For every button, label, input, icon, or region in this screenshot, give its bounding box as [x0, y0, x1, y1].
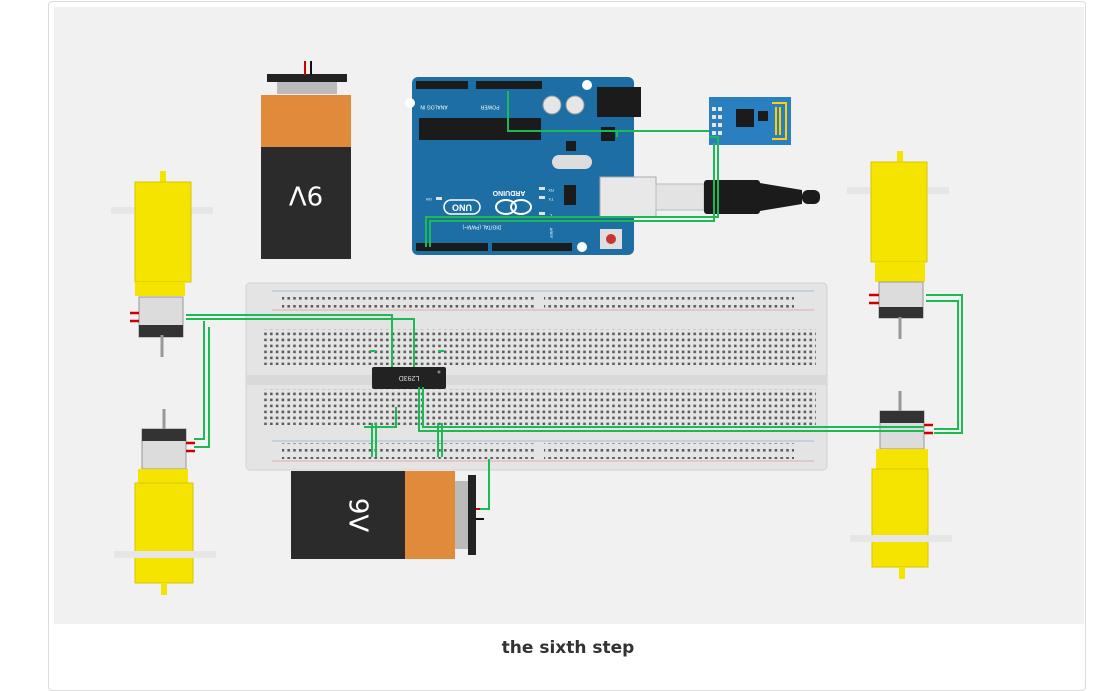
arduino-header-digital: DIGITAL (PWM~) — [462, 224, 501, 230]
arduino-header-power: POWER — [480, 104, 499, 110]
chip-label: L293D — [399, 374, 420, 381]
arduino-aref: AREF — [549, 228, 554, 239]
motor-top-right — [847, 151, 949, 339]
arduino-logo: UNO ARDUINO — [443, 189, 532, 215]
arduino-uno: UNO ARDUINO ANALOG IN POWER DIGITAL (PWM… — [405, 77, 657, 255]
figure-card: L293D 9V 9V — [48, 1, 1086, 691]
wifi-module — [709, 97, 791, 145]
breadboard-bottom-rails — [272, 440, 814, 462]
breadboard-top-holes — [264, 329, 816, 365]
breadboard-bottom-holes — [264, 389, 816, 425]
figure-caption: the sixth step — [501, 638, 635, 658]
l293d-chip: L293D — [372, 367, 446, 389]
battery-top-label: 9V — [289, 180, 324, 210]
arduino-header-analog: ANALOG IN — [420, 104, 448, 110]
circuit-svg: L293D 9V 9V — [111, 61, 963, 595]
motor-top-left — [111, 171, 213, 357]
usb-cable — [655, 180, 820, 214]
arduino-model: UNO — [452, 203, 472, 213]
arduino-led-rx: RX — [548, 188, 554, 193]
wires — [186, 91, 963, 510]
battery-bottom: 9V — [291, 471, 484, 559]
arduino-led-on: ON — [426, 197, 432, 202]
battery-bottom-label: 9V — [343, 498, 373, 533]
arduino-brand: ARDUINO — [492, 189, 525, 196]
motor-bottom-right — [850, 391, 952, 579]
arduino-led-tx: TX — [548, 197, 553, 202]
motor-bottom-left — [114, 409, 216, 595]
battery-top: 9V — [261, 61, 351, 259]
breadboard-top-rails — [272, 290, 814, 311]
arduino-led-l: L — [549, 213, 552, 218]
breadboard — [245, 282, 828, 471]
circuit-diagram: L293D 9V 9V — [54, 7, 1084, 624]
